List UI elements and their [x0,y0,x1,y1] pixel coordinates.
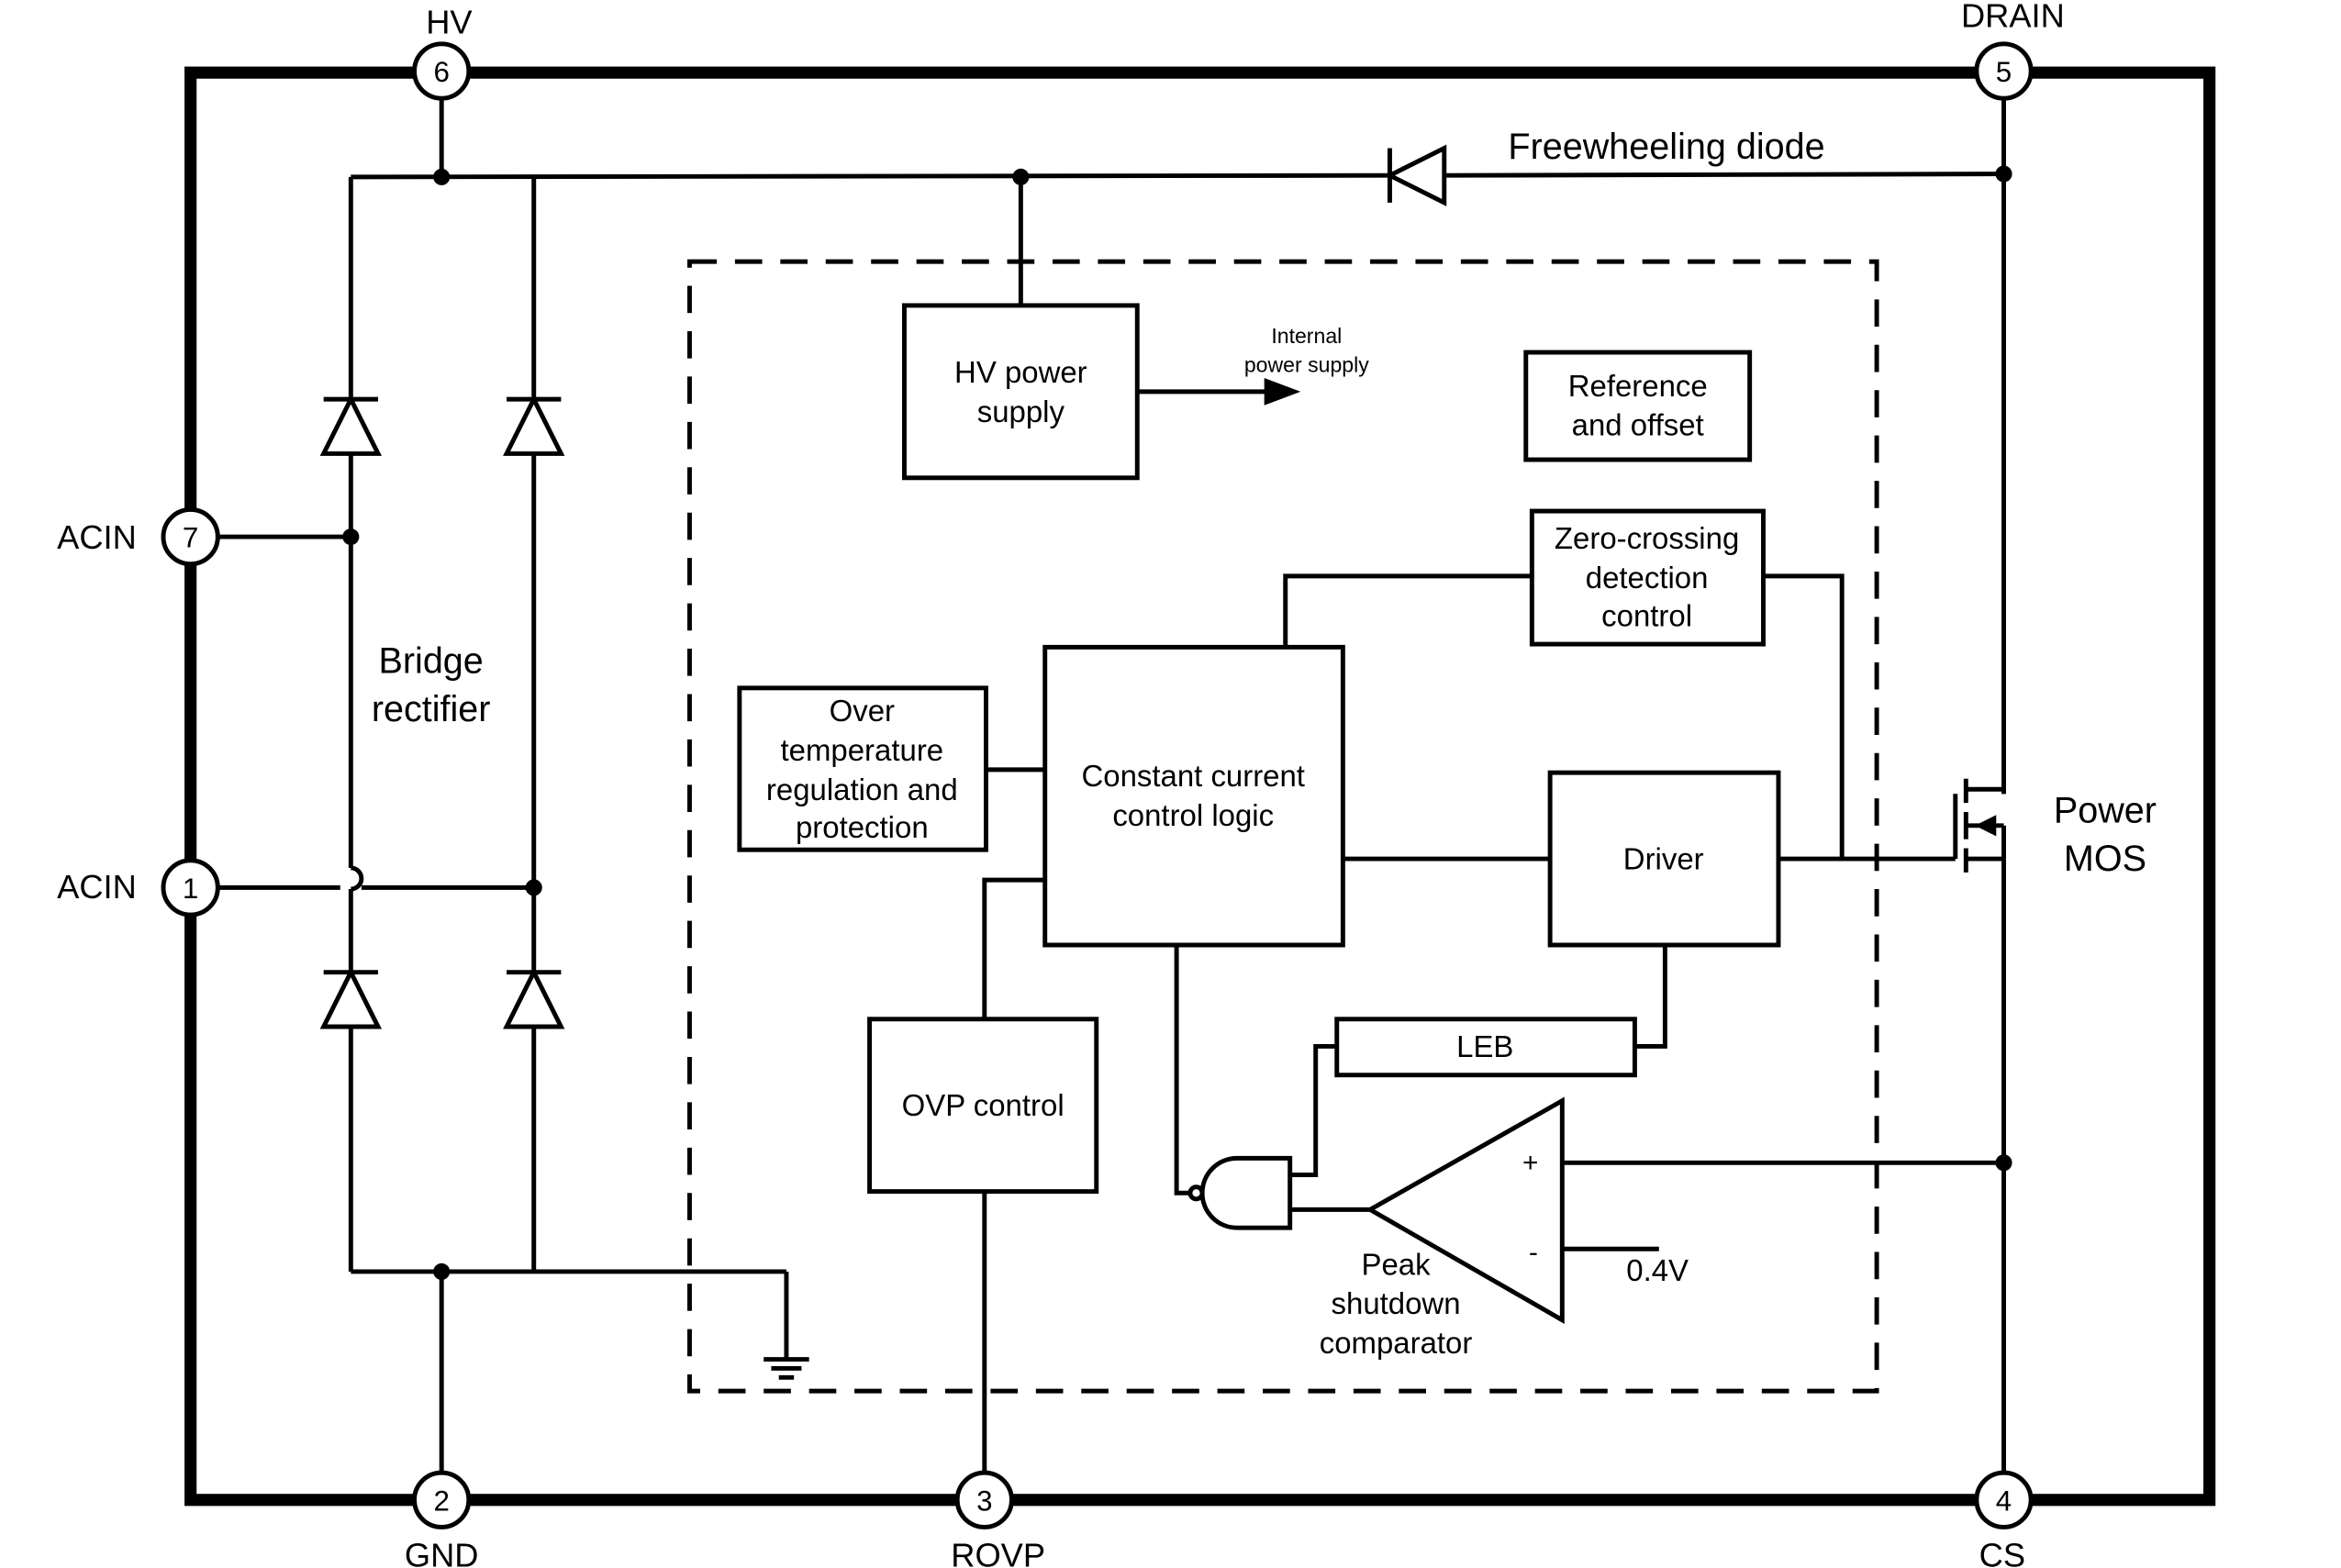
svg-text:4: 4 [1996,1485,2012,1517]
svg-text:7: 7 [183,522,198,554]
leb-block: LEB [1334,1017,1637,1078]
svg-text:LEB: LEB [1456,1029,1513,1063]
svg-text:-: - [1529,1237,1538,1267]
bridge-diode-top-left [319,394,382,456]
svg-text:CS: CS [1979,1536,2025,1568]
svg-text:+: + [1522,1148,1538,1178]
svg-text:regulation and: regulation and [766,773,958,806]
svg-text:5: 5 [1996,56,2012,88]
bridge-rectifier-label-1: Bridge [378,640,483,681]
svg-text:2: 2 [433,1485,449,1517]
ovp-control-block: OVP control [867,1017,1099,1195]
svg-text:ACIN: ACIN [57,868,137,906]
svg-text:Reference: Reference [1568,369,1708,403]
pin-5-drain: 5 DRAIN [1961,0,2065,101]
pin-4-cs: 4 CS [1974,1470,2034,1568]
pin-2-gnd: 2 GND [405,1470,479,1568]
controller-region [686,259,1879,1394]
svg-text:control logic: control logic [1112,798,1274,832]
svg-text:Constant current: Constant current [1081,759,1305,793]
ground-icon [764,1357,809,1380]
svg-text:Over: Over [830,694,895,728]
svg-text:OVP control: OVP control [902,1088,1065,1122]
svg-text:ACIN: ACIN [57,518,137,556]
freewheeling-diode-icon [1384,144,1447,206]
hv-power-supply-block: HV power supply [901,303,1140,481]
reference-offset-block: Reference and offset [1523,350,1753,462]
pin-3-rovp: 3 ROVP [951,1470,1045,1568]
svg-text:3: 3 [976,1485,992,1517]
peak-comparator-label-3: comparator [1320,1326,1473,1360]
svg-text:Driver: Driver [1623,842,1704,876]
reference-voltage-label: 0.4V [1626,1253,1689,1287]
over-temperature-block: Over temperature regulation and protecti… [737,685,988,852]
peak-comparator-label-1: Peak [1362,1247,1432,1281]
pin-6-hv: 6 HV [412,3,473,101]
svg-text:ROVP: ROVP [951,1536,1045,1568]
power-mos-label-1: Power [2054,791,2157,831]
peak-comparator-label-2: shutdown [1332,1286,1461,1320]
bridge-rectifier-label-2: rectifier [372,689,491,729]
svg-text:temperature: temperature [781,733,944,767]
svg-text:detection: detection [1586,561,1709,595]
wires [218,99,2006,1472]
internal-supply-arrow-icon [1264,378,1301,406]
nand-gate-icon [1187,1155,1293,1230]
bridge-diode-top-right [503,394,565,456]
svg-text:Zero-crossing: Zero-crossing [1555,521,1739,555]
pin-7-acin: 7 ACIN [57,506,220,567]
svg-text:6: 6 [433,56,449,88]
peak-comparator-icon: + - [1366,1096,1565,1324]
zero-crossing-block: Zero-crossing detection control [1529,508,1766,647]
svg-text:HV: HV [426,3,473,40]
svg-text:and offset: and offset [1572,408,1704,442]
freewheeling-diode-label: Freewheeling diode [1508,127,1824,167]
svg-text:supply: supply [977,395,1065,428]
bridge-diode-bottom-right [503,967,565,1029]
junction-dots [342,165,2012,1281]
constant-current-logic-block: Constant current control logic [1042,644,1345,948]
svg-text:control: control [1601,598,1692,632]
power-mos-label-2: MOS [2064,839,2146,879]
svg-text:protection: protection [796,810,929,844]
package-outline [184,66,2216,1507]
svg-text:HV power: HV power [954,355,1087,389]
power-mos-icon [1953,778,2006,873]
internal-supply-label-1: Internal [1271,324,1342,348]
svg-text:DRAIN: DRAIN [1961,0,2065,35]
bridge-diode-bottom-left [319,967,382,1029]
internal-supply-label-2: power supply [1244,352,1369,376]
pin-1-acin: 1 ACIN [57,858,220,917]
svg-text:1: 1 [183,873,198,905]
svg-text:GND: GND [405,1536,479,1568]
driver-block: Driver [1547,770,1781,948]
